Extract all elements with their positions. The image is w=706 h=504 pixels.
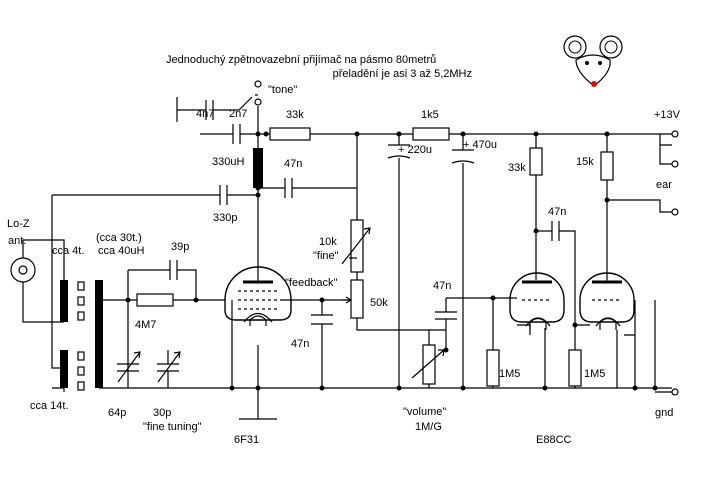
gnd-terminal — [671, 388, 679, 396]
label-res-1m5-b: 1M5 — [584, 368, 605, 380]
label-res-33k-plate: 33k — [508, 162, 526, 174]
label-ant-line-1: Lo-Z — [7, 218, 30, 230]
label-fine: "fine" — [313, 250, 339, 262]
label-cap-47n-top: 47n — [284, 158, 302, 170]
label-ear: ear — [656, 179, 672, 191]
label-cap-47n-coupling: 47n — [548, 206, 566, 218]
label-pot-50k: 50k — [370, 297, 388, 309]
label-cap-47n-mid: 47n — [433, 280, 451, 292]
label-res-4m7: 4M7 — [135, 319, 156, 331]
potentiometer-volume — [411, 344, 445, 385]
label-volume-value: 1M/G — [415, 421, 442, 433]
junction-dots — [125, 131, 658, 391]
label-res-15k: 15k — [576, 156, 594, 168]
supply-terminal — [671, 130, 679, 138]
label-cap-330p: 330p — [213, 212, 237, 224]
ear-terminal-bottom — [671, 208, 679, 216]
label-feedback: "feedback" — [285, 277, 338, 289]
label-coil-30t-line-2: cca 40uH — [98, 245, 145, 257]
title-line-2: přeladění je asi 3 až 5,2MHz — [333, 68, 472, 80]
label-cap-47n-cathode: 47n — [291, 338, 309, 350]
capacitor-47n-mid — [435, 311, 457, 320]
resistor-15k — [600, 151, 614, 181]
label-cap-64p: 64p — [108, 407, 126, 419]
label-tube-e88cc: E88CC — [536, 434, 572, 446]
label-coil-4t: cca 4t. — [52, 245, 84, 257]
tube-e88cc-right — [579, 272, 635, 330]
antenna-coil-14t — [60, 350, 85, 391]
label-coil-30t-line-1: (cca 30t.) — [96, 232, 142, 244]
resistor-10k-fine — [341, 219, 371, 273]
label-res-10k: 10k — [319, 236, 337, 248]
label-res-1k5: 1k5 — [421, 109, 439, 121]
label-ant-line-2: ant. — [8, 235, 26, 247]
capacitor-220u — [387, 144, 411, 159]
capacitor-470u — [451, 149, 475, 164]
resistor-1m5-a — [486, 349, 500, 387]
label-gnd: gnd — [655, 407, 673, 419]
label-cap-2n7: 2n7 — [229, 108, 247, 120]
label-res-33k-top: 33k — [286, 109, 304, 121]
label-tube-6f31: 6F31 — [234, 434, 259, 446]
mouse-logo-icon — [563, 35, 623, 87]
variable-capacitor-30p — [157, 350, 181, 388]
inductor-330uh — [253, 148, 263, 188]
capacitor-39p — [169, 260, 178, 280]
resistor-4m7 — [136, 293, 174, 307]
antenna-connector-icon — [10, 257, 36, 283]
label-res-1m5-a: 1M5 — [499, 368, 520, 380]
label-volume: "volume" — [403, 406, 446, 418]
capacitor-2n7 — [232, 124, 241, 144]
label-cap-39p: 39p — [171, 241, 189, 253]
tone-switch-terminal — [254, 80, 262, 88]
capacitor-47n-top — [284, 178, 293, 198]
label-tone: "tone" — [268, 84, 297, 96]
ear-terminal-top — [671, 160, 679, 168]
resistor-1k5 — [412, 127, 450, 141]
label-ind-330uh: 330uH — [212, 156, 244, 168]
potentiometer-50k-feedback — [343, 279, 364, 319]
label-cap-220u: + 220u — [398, 144, 432, 156]
capacitor-4n7 — [205, 100, 214, 120]
label-supply: +13V — [654, 109, 681, 121]
capacitor-330p — [219, 185, 228, 205]
title-line-1: Jednoduchý zpětnovazební přijímač na pás… — [166, 54, 436, 66]
tone-switch-terminal-2 — [254, 98, 262, 106]
resistor-1m5-b — [568, 349, 582, 387]
tube-e88cc-left — [509, 272, 565, 330]
tank-coil-40uh — [95, 280, 103, 388]
tube-6f31 — [224, 266, 292, 326]
capacitor-47n-cathode — [311, 314, 333, 325]
resistor-33k-plate — [529, 147, 543, 176]
antenna-coil-4t — [60, 280, 85, 322]
resistor-33k-top — [269, 127, 311, 141]
capacitor-47n-coupling — [551, 221, 560, 241]
label-cap-30p: 30p — [153, 407, 171, 419]
label-coil-14t: cca 14t. — [30, 400, 69, 412]
label-cap-4n7: 4n7 — [196, 108, 214, 120]
variable-capacitor-64p — [117, 351, 141, 383]
label-fine-tuning: "fine tuning" — [143, 421, 202, 433]
label-cap-470u: + 470u — [463, 139, 497, 151]
